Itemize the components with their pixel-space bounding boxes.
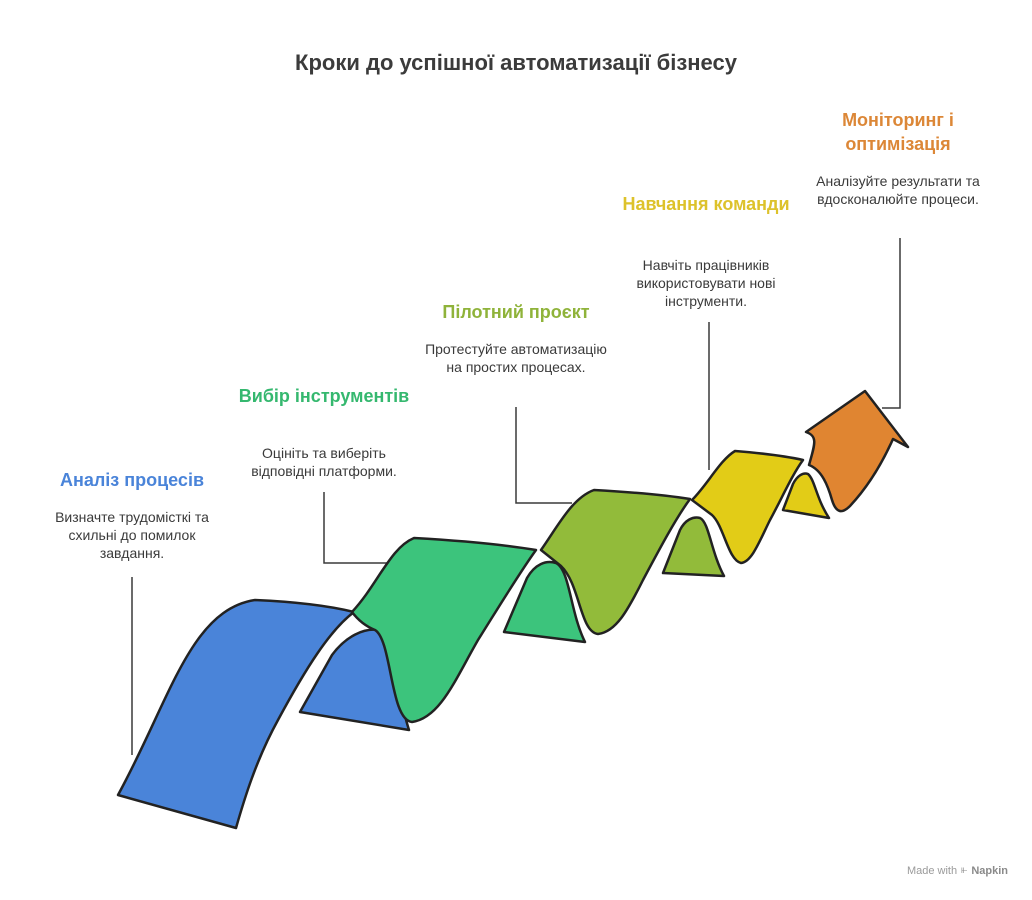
ribbon-step-4 <box>690 449 805 565</box>
ribbon-arrow-5 <box>804 389 910 513</box>
step-desc-monitoring: Аналізуйте результати та вдосконалюйте п… <box>816 173 980 207</box>
step-desc-pilot: Протестуйте автоматизацію на простих про… <box>425 341 607 375</box>
step-title-tools: Вибір інструментів <box>238 386 410 406</box>
made-with-footer[interactable]: Made with ⫦ Napkin <box>907 864 1008 877</box>
brand-name: Napkin <box>971 864 1008 877</box>
connector-line-2 <box>323 492 387 564</box>
step-desc-training: Навчіть працівників використовувати нові… <box>636 257 776 309</box>
connector-line-5 <box>882 238 901 409</box>
connector-line-3 <box>515 407 572 504</box>
made-with-label: Made with <box>906 864 958 877</box>
step-desc-analysis: Визначте трудомісткі та схильні до помил… <box>55 509 209 561</box>
step-title-training: Навчання команди <box>622 194 790 214</box>
ribbon-step-2 <box>350 536 538 724</box>
connector-lines <box>131 238 901 755</box>
ribbon-front-faces <box>116 389 910 830</box>
ribbon-back-4 <box>781 472 831 520</box>
diagram-title: Кроки до успішної автоматизації бізнесу <box>295 50 737 75</box>
step-title-monitoring: Моніторинг і оптимізація <box>842 110 954 154</box>
step-title-analysis: Аналіз процесів <box>59 470 205 490</box>
ribbon-step-3 <box>539 488 692 636</box>
step-title-pilot: Пілотний проєкт <box>442 302 590 322</box>
ribbon-step-1 <box>116 598 356 830</box>
step-desc-tools: Оцініть та виберіть відповідні платформи… <box>251 445 397 479</box>
ribbon-back-3 <box>661 516 726 578</box>
napkin-logo-icon: ⫦ <box>961 864 968 876</box>
